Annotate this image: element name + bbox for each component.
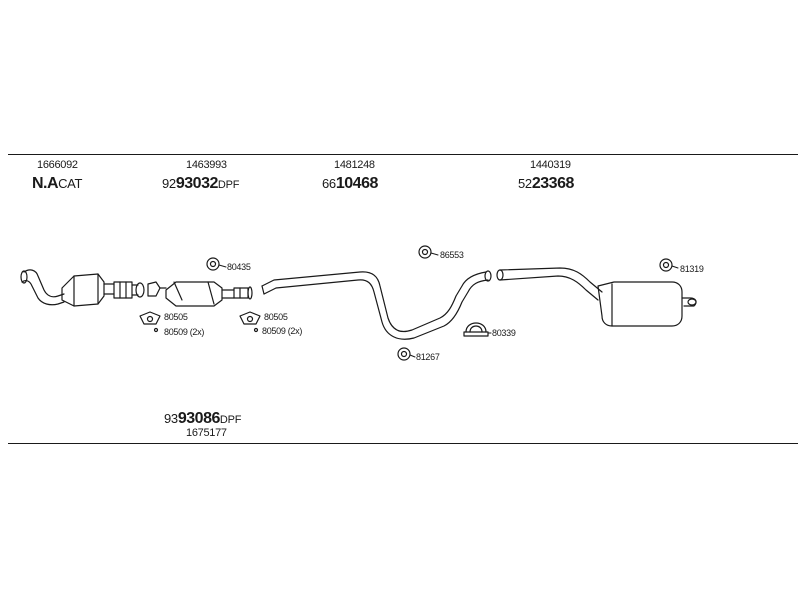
code-main: 10468 (335, 175, 379, 192)
code-prefix: N.A (32, 175, 59, 192)
gasket-icon (239, 311, 261, 333)
middle-pipe (261, 270, 492, 340)
rear-silencer (496, 267, 697, 327)
fitting-label-80435: 80435 (227, 262, 251, 272)
fitting-label-80339: 80339 (492, 328, 516, 338)
fitting-label-80509: 80509 (2x) (262, 326, 303, 336)
hanger-fitting-icon (659, 258, 673, 272)
code-prefix: 92 (162, 176, 176, 191)
catalytic-converter (61, 273, 145, 307)
code-prefix: 66 (322, 176, 336, 191)
part-code: 5223368 (518, 176, 574, 192)
code-suffix: CAT (58, 176, 83, 191)
part-code: N.ACAT (32, 175, 83, 192)
u-clamp-icon (463, 322, 489, 337)
hanger-fitting-icon (418, 245, 432, 259)
code-suffix: DPF (219, 414, 242, 426)
code-main: 93086 (177, 410, 221, 427)
particulate-filter (165, 281, 253, 307)
top-divider (8, 154, 798, 155)
code-prefix: 93 (164, 411, 178, 426)
front-pipe (20, 269, 65, 306)
fitting-label-80505: 80505 (264, 312, 288, 322)
part-number: 1481248 (334, 159, 375, 171)
code-prefix: 52 (518, 176, 532, 191)
fitting-label-80509: 80509 (2x) (164, 327, 205, 337)
code-suffix: DPF (217, 179, 240, 191)
part-code: 9393086DPF (164, 411, 241, 427)
flange-joint (147, 281, 167, 297)
part-number: 1463993 (186, 159, 227, 171)
hanger-fitting-icon (397, 347, 411, 361)
part-number: 1675177 (186, 427, 227, 439)
gasket-icon (139, 311, 161, 333)
part-number: 1666092 (37, 159, 78, 171)
fitting-label-80505: 80505 (164, 312, 188, 322)
bottom-divider (8, 443, 798, 444)
clamp-fitting-icon (206, 257, 220, 271)
code-main: 93032 (175, 175, 219, 192)
part-number: 1440319 (530, 159, 571, 171)
fitting-label-86553: 86553 (440, 250, 464, 260)
fitting-label-81319: 81319 (680, 264, 704, 274)
leader-lines (218, 252, 679, 358)
part-code: 9293032DPF (162, 176, 239, 192)
code-main: 23368 (531, 175, 575, 192)
fitting-label-81267: 81267 (416, 352, 440, 362)
part-code: 6610468 (322, 176, 378, 192)
